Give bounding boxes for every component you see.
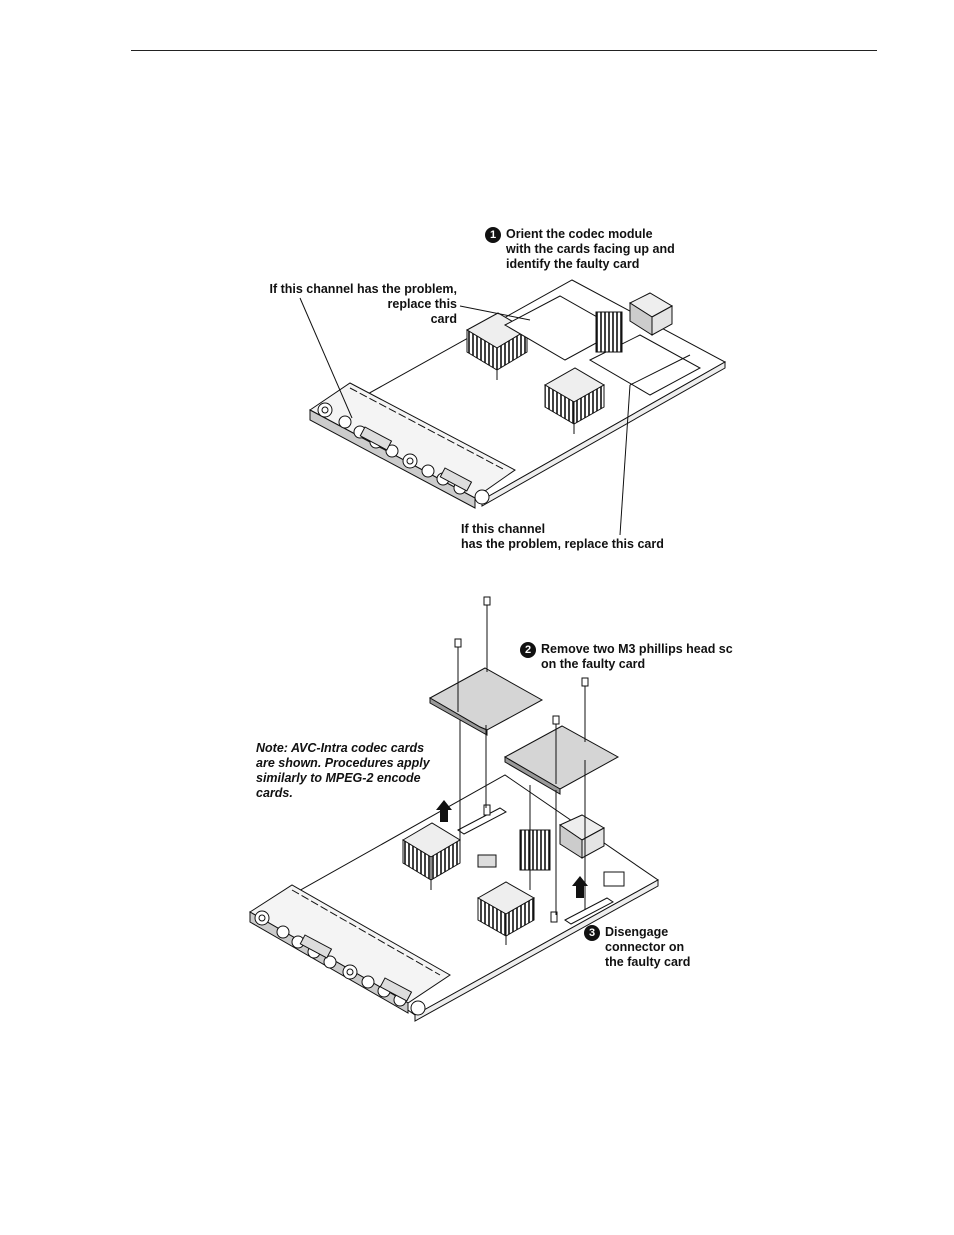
heatsink-1b (543, 367, 606, 434)
leader-line-left-card (459, 305, 531, 321)
step-1-label: Orient the codec module with the cards f… (506, 227, 675, 271)
step-3-label: Disengage connector on the faulty card (605, 925, 691, 969)
leader-line-left-channel (299, 297, 353, 419)
leader-line-right-card (619, 384, 631, 536)
note-text: Note: AVC-Intra codec cards are shown. P… (256, 741, 430, 800)
step-2-badge: 2 (520, 642, 536, 658)
codec-board-2 (264, 774, 659, 1022)
bnc-connectors-2 (254, 910, 426, 1016)
step-3-badge: 3 (584, 925, 600, 941)
codec-card-lifted-b (503, 725, 620, 795)
step-1-badge: 1 (485, 227, 501, 243)
standoffs-2 (483, 804, 558, 923)
bnc-connectors-1 (317, 402, 490, 505)
heatsink-2b (476, 881, 536, 945)
left-callout-label: If this channel has the problem, replace… (269, 282, 457, 326)
header-rule (131, 50, 877, 51)
screws-2 (454, 596, 589, 784)
lift-arrow-a (436, 800, 452, 822)
front-panel-1 (309, 382, 516, 509)
connector-block-1 (595, 292, 674, 353)
bottom-callout-label: If this channel has the problem, replace… (461, 522, 664, 551)
board-connector-2 (457, 807, 614, 925)
lift-arrow-b (572, 876, 588, 898)
heatsink-2a (402, 822, 461, 890)
connector-block-2 (519, 814, 625, 887)
codec-card-lifted-a (428, 667, 544, 736)
step-2-label: Remove two M3 phillips head sc on the fa… (541, 642, 733, 671)
